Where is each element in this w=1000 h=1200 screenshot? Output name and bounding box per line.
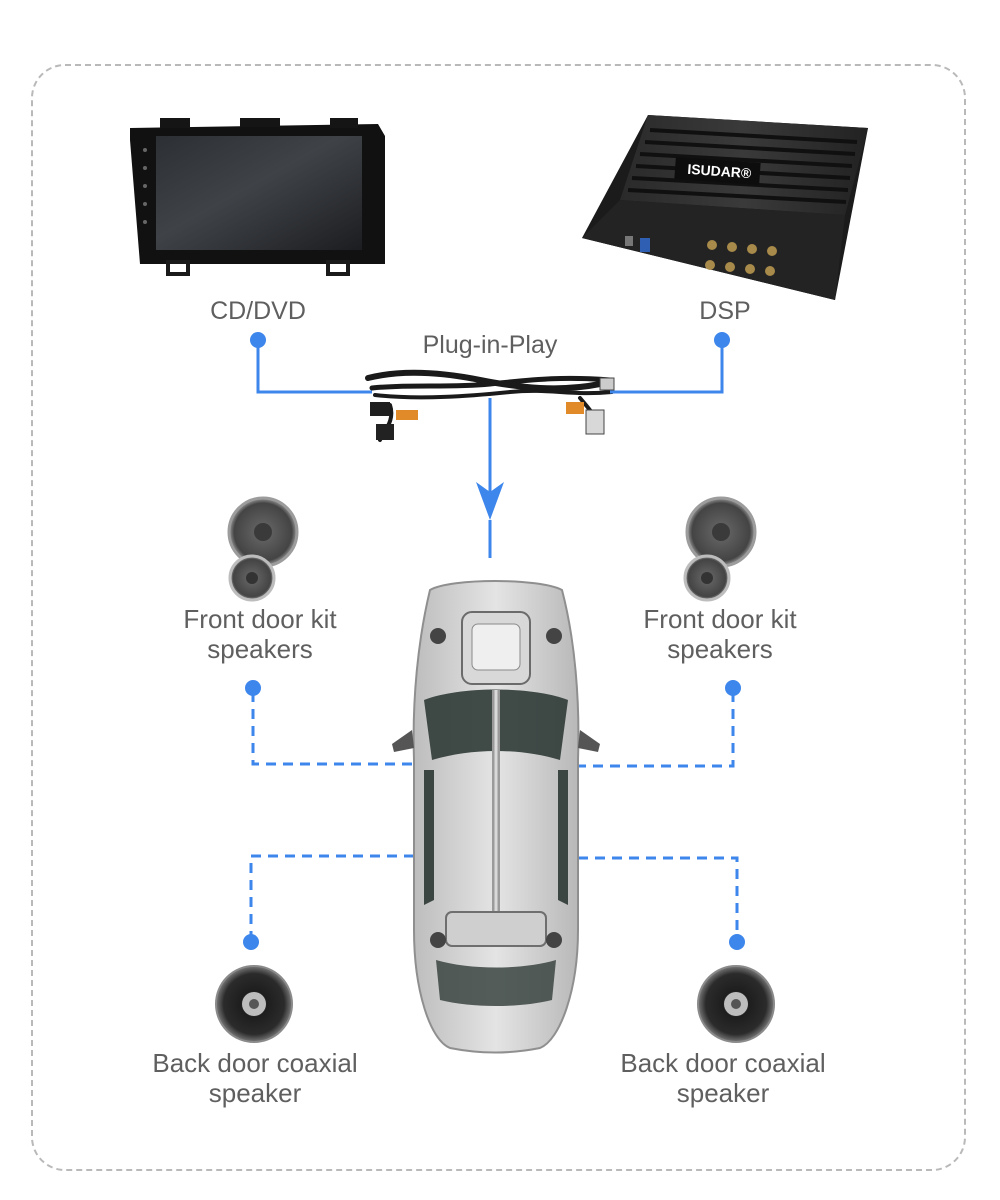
rear-right-label-line2: speaker <box>676 1078 770 1108</box>
rear-left-speaker-image <box>215 965 293 1043</box>
front-left-label-line1: Front door kit <box>183 604 337 634</box>
dot-front-left <box>245 680 261 696</box>
front-right-label: Front door kit speakers <box>600 604 840 664</box>
head-unit-label: CD/DVD <box>210 297 306 325</box>
down-arrow-icon <box>476 482 504 520</box>
head-unit-image <box>130 118 385 276</box>
harness-connectors <box>370 377 615 440</box>
dot-rear-right <box>729 934 745 950</box>
harness-label: Plug-in-Play <box>422 331 558 359</box>
front-right-speakers-image <box>683 496 757 602</box>
wire-harness-image <box>365 369 614 442</box>
dsp-brand-logo: ISUDAR® <box>687 161 753 181</box>
connector-lines-speakers <box>249 692 739 940</box>
rear-left-label-line1: Back door coaxial <box>152 1048 358 1078</box>
dot-rear-left <box>243 934 259 950</box>
front-left-speakers-image <box>227 496 299 602</box>
rear-right-label-line1: Back door coaxial <box>620 1048 826 1078</box>
front-right-label-line2: speakers <box>667 634 773 664</box>
dsp-label: DSP <box>699 297 751 325</box>
rear-right-speaker-image <box>697 965 775 1043</box>
rear-right-label: Back door coaxial speaker <box>588 1048 858 1108</box>
diagram-frame <box>31 64 966 1171</box>
dot-head-unit <box>250 332 266 348</box>
front-left-label-line2: speakers <box>207 634 313 664</box>
dot-front-right <box>725 680 741 696</box>
dsp-image: ISUDAR® <box>582 115 868 300</box>
front-right-label-line1: Front door kit <box>643 604 797 634</box>
rear-left-label-line2: speaker <box>208 1078 302 1108</box>
connector-lines-top <box>256 340 724 558</box>
rear-left-label: Back door coaxial speaker <box>120 1048 390 1108</box>
front-left-label: Front door kit speakers <box>140 604 380 664</box>
dot-dsp <box>714 332 730 348</box>
car-top-view-image <box>392 580 600 1054</box>
